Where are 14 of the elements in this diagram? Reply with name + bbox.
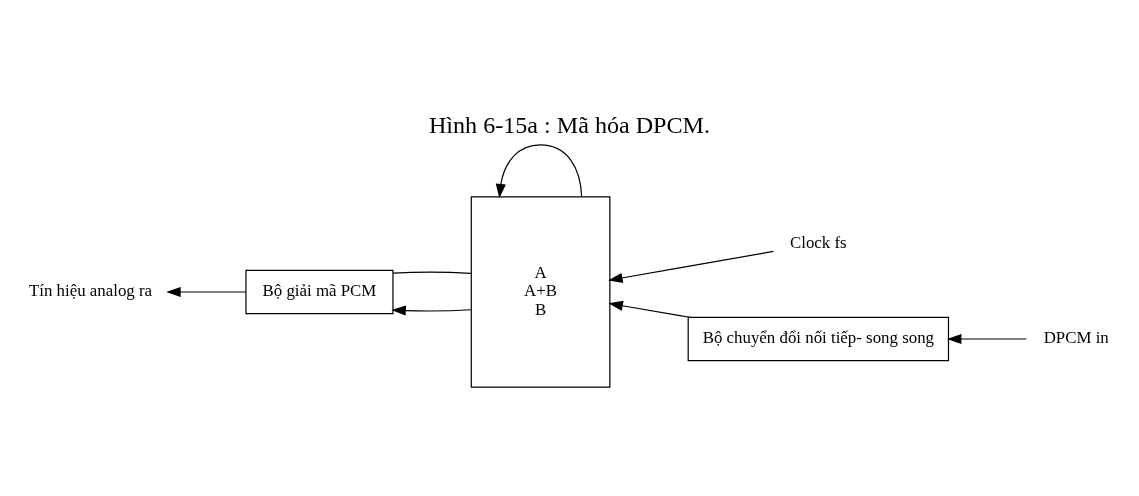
node-text: DPCM in [1043,328,1109,348]
node-text: Clock fs [790,233,847,253]
node-box: Bộ giải mã PCM [245,269,394,315]
arrow [495,144,583,199]
arrow [391,305,472,316]
arrow [166,286,247,298]
node-box: Bộ chuyển đổi nối tiếp- song song [687,316,950,362]
arrow [608,250,775,283]
diagram-title: Hình 6-15a : Mã hóa DPCM. [428,111,711,138]
node-box: A A+B B [470,196,611,388]
connector [392,271,472,274]
arrow [608,300,691,318]
arrow [946,333,1027,345]
node-text: Tín hiệu analog ra [28,281,153,301]
